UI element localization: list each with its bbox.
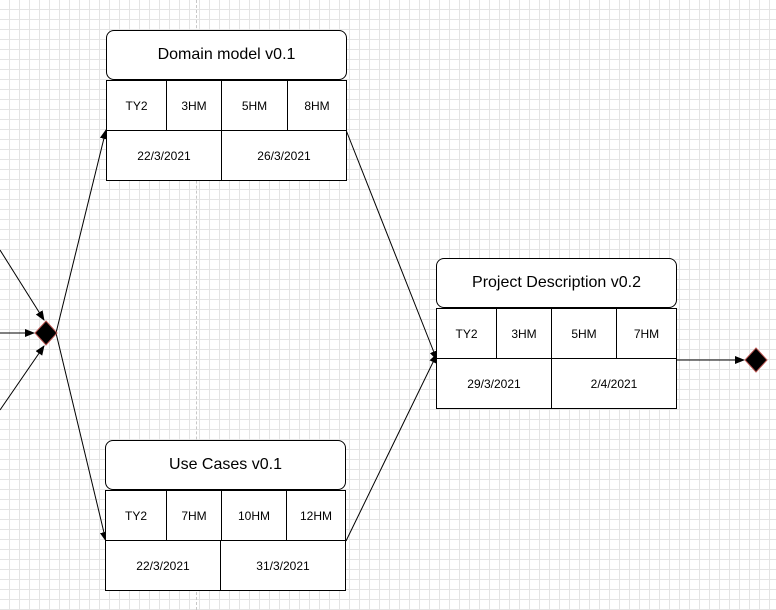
edge-incoming-bottom[interactable] xyxy=(0,345,45,411)
end-date: 2/4/2021 xyxy=(590,376,638,391)
edge-use-cases-to-project-description[interactable] xyxy=(345,353,438,542)
edge-domain-model-to-project-description[interactable] xyxy=(345,129,438,361)
page-guide-line xyxy=(196,0,197,610)
end-gateway-diamond[interactable] xyxy=(744,347,768,373)
estimate-optimistic: 7HM xyxy=(167,491,222,540)
estimate-likely: 5HM xyxy=(222,81,288,130)
start-date: 22/3/2021 xyxy=(107,131,222,180)
date-row: 29/3/2021 2/4/2021 xyxy=(436,358,677,409)
task-title[interactable]: Use Cases v0.1 xyxy=(105,440,346,490)
edge-gateway-to-domain-model[interactable] xyxy=(55,129,108,334)
estimate-pessimistic: 7HM xyxy=(633,326,660,341)
estimate-likely: 5HM xyxy=(552,309,617,358)
end-date: 31/3/2021 xyxy=(256,558,310,573)
estimate-pessimistic: 12HM xyxy=(299,508,332,523)
start-date: 29/3/2021 xyxy=(437,359,552,408)
estimate-pessimistic: 8HM xyxy=(304,98,330,113)
task-title[interactable]: Project Description v0.2 xyxy=(436,258,677,308)
estimate-row: TY2 3HM 5HM 7HM xyxy=(436,308,677,359)
task-domain-model[interactable]: Domain model v0.1 TY2 3HM 5HM 8HM 22/3/2… xyxy=(106,30,347,181)
date-row: 22/3/2021 26/3/2021 xyxy=(106,130,347,181)
task-use-cases[interactable]: Use Cases v0.1 TY2 7HM 10HM 12HM 22/3/20… xyxy=(105,440,346,591)
estimate-row: TY2 7HM 10HM 12HM xyxy=(105,490,346,541)
resource-cell: TY2 xyxy=(106,491,167,540)
task-project-description[interactable]: Project Description v0.2 TY2 3HM 5HM 7HM… xyxy=(436,258,677,409)
estimate-row: TY2 3HM 5HM 8HM xyxy=(106,80,347,131)
edge-incoming-top[interactable] xyxy=(0,249,45,321)
start-gateway-diamond[interactable] xyxy=(34,320,58,346)
estimate-optimistic: 3HM xyxy=(167,81,222,130)
end-date: 26/3/2021 xyxy=(257,148,311,163)
estimate-optimistic: 3HM xyxy=(497,309,552,358)
resource-cell: TY2 xyxy=(107,81,167,130)
date-row: 22/3/2021 31/3/2021 xyxy=(105,540,346,591)
task-title[interactable]: Domain model v0.1 xyxy=(106,30,347,80)
edge-gateway-to-use-cases[interactable] xyxy=(55,332,108,542)
estimate-likely: 10HM xyxy=(222,491,287,540)
resource-cell: TY2 xyxy=(437,309,497,358)
start-date: 22/3/2021 xyxy=(106,541,221,590)
